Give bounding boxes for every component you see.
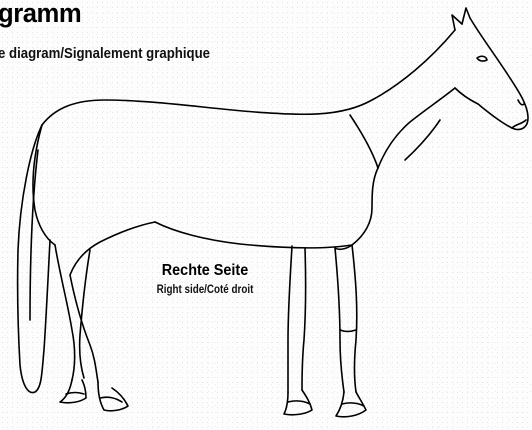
neck-top-line <box>42 30 455 125</box>
neck-front-line <box>378 88 455 168</box>
head-outline <box>470 18 528 130</box>
belly-line <box>155 222 352 248</box>
eye <box>477 56 487 61</box>
far-hind-leg <box>80 250 90 378</box>
throat-line <box>405 120 440 160</box>
hind-hoof-left-coronet <box>66 393 84 395</box>
front-leg-far-front <box>352 245 357 392</box>
hind-hoof-right-coronet <box>100 397 122 402</box>
stifle-line <box>70 222 155 275</box>
hind-leg-back-line <box>55 245 75 380</box>
front-hoof-near-coronet <box>288 401 310 404</box>
chest-line <box>352 168 378 245</box>
ear-left <box>452 15 462 30</box>
front-leg-near-front <box>302 248 306 390</box>
front-leg-far-back <box>335 248 344 392</box>
shoulder-line <box>350 115 378 168</box>
ear-right <box>462 8 470 24</box>
knee-detail <box>340 330 356 332</box>
side-label: Rechte Seite <box>156 262 255 280</box>
hind-hoof-left <box>60 380 86 403</box>
front-leg-near-back <box>288 246 292 392</box>
hindquarter-line <box>33 125 55 245</box>
front-hoof-far-coronet <box>342 403 364 406</box>
side-sublabel: Right side/Coté droit <box>131 282 279 296</box>
head-cheek <box>455 88 478 104</box>
hind-hoof-right <box>98 382 128 411</box>
